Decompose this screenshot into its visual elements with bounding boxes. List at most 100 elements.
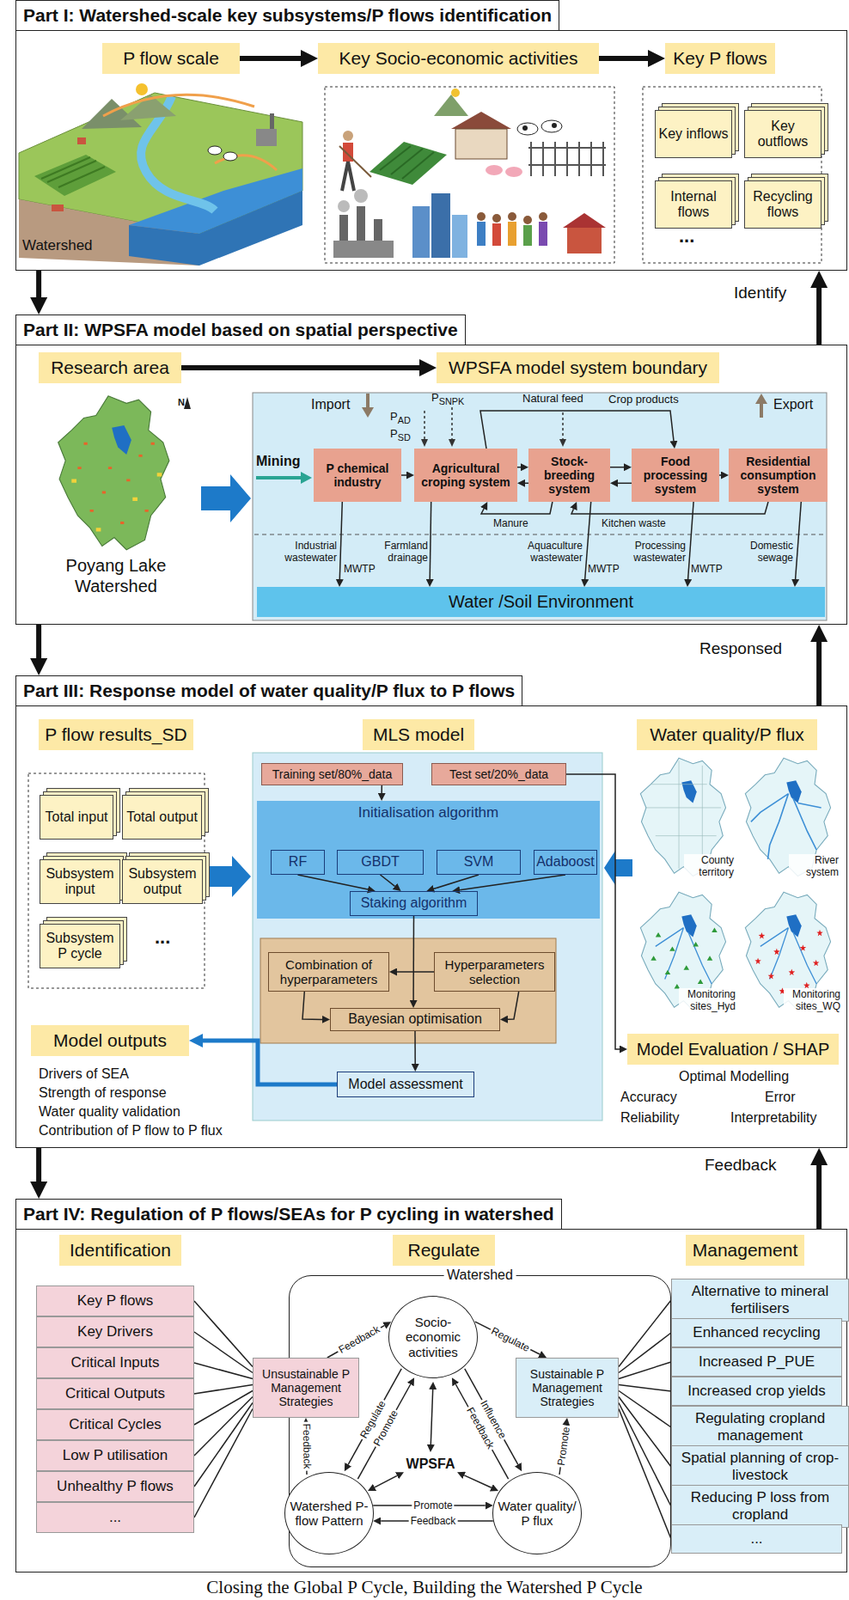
- heading-label: P flow scale: [102, 42, 240, 74]
- connector: [194, 1331, 253, 1374]
- list-item: Low P utilisation: [36, 1440, 195, 1472]
- connector: [617, 482, 632, 485]
- connector: [202, 1040, 337, 1085]
- node-text: Bayesian optimisation: [348, 1011, 483, 1027]
- mls-panel: [252, 752, 603, 1121]
- title-tab: Part I: Watershed-scale key subsystems/P…: [15, 0, 560, 31]
- node-text: Training set/80%_data: [272, 767, 393, 782]
- process-box: Model assessment: [336, 1071, 475, 1098]
- heading-label: Management: [685, 1234, 805, 1266]
- connector: [459, 874, 566, 891]
- annotation: PSNPK: [431, 390, 465, 408]
- node-text: Enhanced recycling: [692, 1324, 820, 1342]
- connector: [412, 916, 415, 1001]
- node-text: Subsystem input: [40, 866, 120, 898]
- paper-stack: Key outflows: [744, 109, 822, 159]
- node-text: Water /Soil Environment: [448, 592, 634, 612]
- annotation: PSD: [390, 427, 411, 444]
- connector: [194, 1409, 253, 1519]
- subsystem-box: Stock-breeding system: [528, 448, 611, 502]
- list-item: Unhealthy P flows: [36, 1471, 195, 1503]
- circle-node: Watershed P-flow Pattern: [284, 1472, 374, 1555]
- paper-stack: Internal flows: [654, 180, 733, 229]
- node-text: Initialisation algorithm: [358, 804, 499, 822]
- annotation: Water quality validation: [38, 1103, 181, 1120]
- edge-label: Feedback: [409, 1514, 459, 1527]
- connector: [380, 874, 396, 886]
- data-box: Test set/20%_data: [431, 763, 567, 786]
- list-item: Increased crop yields: [671, 1376, 843, 1406]
- annotation: County territory: [684, 854, 734, 880]
- node-text: Staking algorithm: [360, 895, 468, 911]
- connector: [618, 1397, 672, 1468]
- node-text: WPSFA model system boundary: [448, 357, 708, 379]
- subsystem-box: Agricultural croping system: [414, 448, 518, 502]
- list-item: Spatial planning of crop-livestock: [671, 1445, 849, 1489]
- strategy-box: Unsustainable P Management Strategies: [252, 1357, 360, 1418]
- annotation: ...: [678, 225, 695, 248]
- node-text: Part II: WPSFA model based on spatial pe…: [23, 319, 459, 341]
- connector: [598, 55, 648, 62]
- list-item: Enhanced recycling: [671, 1318, 843, 1348]
- watershed-illustration: [18, 83, 303, 266]
- connector: [480, 410, 674, 449]
- node-text: RF: [288, 854, 307, 870]
- node-text: Combination of hyperparameters: [268, 957, 389, 988]
- heading-label: Model outputs: [30, 1025, 190, 1057]
- connector: [397, 971, 434, 973]
- edge-label: Industrial wastewater: [271, 539, 339, 565]
- node-text: Sustainable P Management Strategies: [516, 1367, 618, 1409]
- node-text: Low P utilisation: [62, 1447, 169, 1465]
- connector: [618, 1332, 672, 1374]
- flow-arrow: [604, 850, 633, 886]
- connector: [194, 1300, 253, 1368]
- node-text: Internal flows: [655, 189, 732, 221]
- node-text: Key outflows: [745, 118, 821, 151]
- node-text: Model outputs: [53, 1030, 167, 1051]
- connector: [194, 1391, 253, 1426]
- annotation: Interpretability: [730, 1109, 818, 1126]
- heading-label: Research area: [38, 352, 182, 384]
- process-box: Combination of hyperparameters: [268, 952, 390, 992]
- node-text: Identification: [69, 1239, 172, 1261]
- annotation: Monitoring sites_WQ: [783, 988, 841, 1014]
- annotation: Poyang Lake Watershed: [34, 555, 198, 597]
- annotation: Mining: [256, 452, 301, 470]
- water-quality-maps: [640, 757, 831, 1010]
- node-text: Reducing P loss from cropland: [671, 1489, 849, 1523]
- title-tab: Part IV: Regulation of P flows/SEAs for …: [15, 1198, 562, 1230]
- connector: [429, 501, 432, 580]
- connector: [298, 874, 369, 890]
- flows-box: [642, 86, 822, 263]
- center-label: WPSFA: [403, 1452, 458, 1478]
- heading-label: Key Socio-economic activities: [317, 42, 599, 74]
- strategy-box: Sustainable P Management Strategies: [515, 1357, 619, 1418]
- annotation: MWTP: [343, 562, 376, 575]
- heading-label: Water quality/P flux: [636, 719, 818, 751]
- annotation: River system: [788, 854, 839, 880]
- node-text: Regulating cropland management: [671, 1410, 849, 1444]
- edge-label: Kitchen waste: [599, 517, 668, 530]
- node-text: P flow scale: [122, 48, 220, 69]
- connector: [618, 1409, 672, 1540]
- heading-label: Model Evaluation / SHAP: [627, 1033, 839, 1065]
- process-box: Staking algorithm: [349, 891, 478, 917]
- heading-label: Key P flows: [665, 42, 776, 74]
- list-item: Alternative to mineral fertilisers: [671, 1278, 849, 1322]
- edge-label: Processing wastewater: [623, 539, 688, 565]
- node-text: MLS model: [372, 724, 465, 746]
- node-text: Model Evaluation / SHAP: [636, 1039, 831, 1060]
- edge-label: Regulate: [488, 1324, 534, 1356]
- connector: [433, 874, 479, 889]
- annotation: Accuracy: [620, 1088, 678, 1106]
- connector: [464, 1475, 492, 1488]
- edge-label: Feedback: [299, 1422, 313, 1472]
- system-panel: [252, 392, 827, 621]
- connector: [618, 1403, 672, 1508]
- activities-icons: [324, 86, 615, 263]
- data-box: Training set/80%_data: [261, 763, 404, 786]
- node-text: Recycling flows: [745, 189, 821, 221]
- connector: [517, 466, 521, 469]
- annotation: Error: [764, 1088, 796, 1106]
- node-text: Part I: Watershed-scale key subsystems/P…: [23, 5, 552, 26]
